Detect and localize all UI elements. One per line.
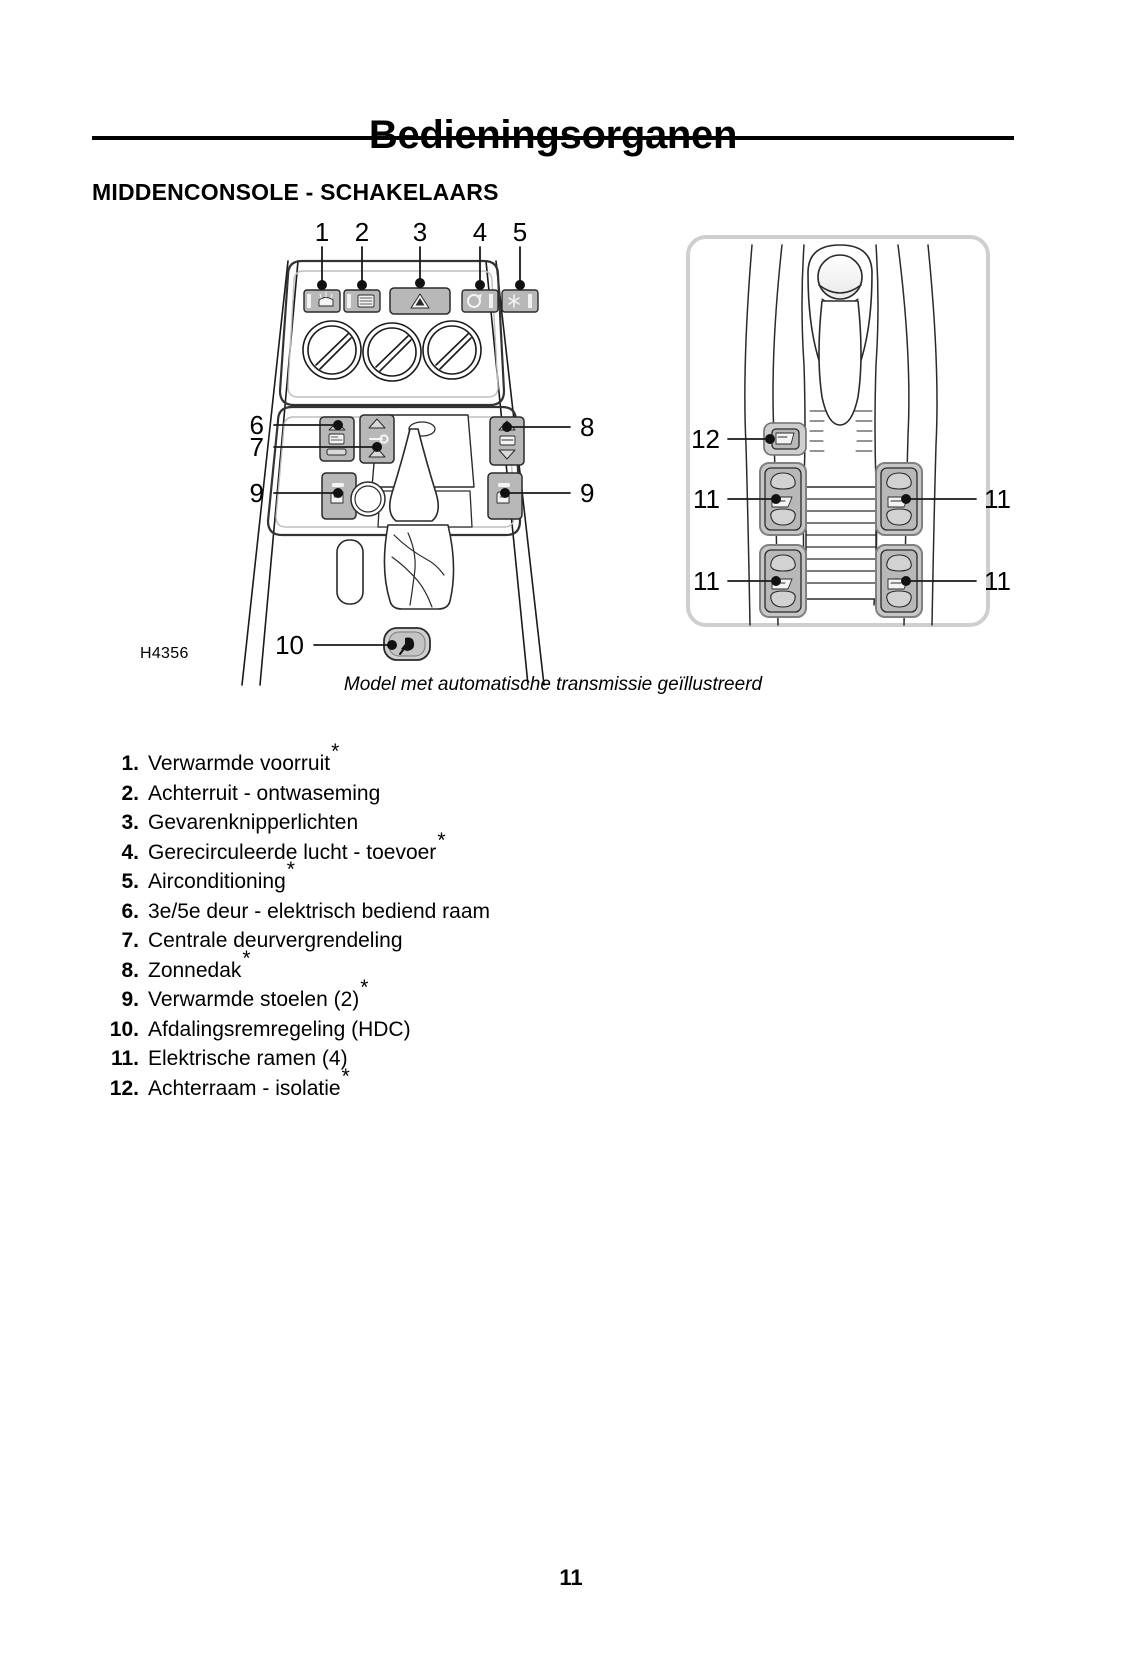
- list-item-label: Achterruit - ontwaseming: [148, 781, 381, 805]
- list-item-label: Verwarmde voorruit: [148, 752, 331, 775]
- list-item: 7. Centrale deurvergrendeling: [100, 929, 800, 959]
- callout-6: 6: [250, 410, 264, 440]
- list-item: 2. Achterruit - ontwaseming: [100, 782, 800, 812]
- switch-electric-window-front-right: [875, 462, 923, 536]
- callout-9-right: 9: [580, 478, 594, 508]
- switch-sunroof: [489, 416, 525, 466]
- list-item: 4. Gerecirculeerde lucht - toevoer*: [100, 830, 800, 871]
- list-item: 11. Elektrische ramen (4): [100, 1047, 800, 1077]
- list-item: 5. Airconditioning*: [100, 859, 800, 900]
- list-item-label: Achterraam - isolatie: [148, 1076, 341, 1100]
- switch-air-recirculation: [461, 289, 499, 313]
- callout-12: 12: [691, 424, 720, 454]
- right-callout-leaders: [727, 438, 977, 582]
- list-item: 8. Zonnedak*: [100, 948, 800, 989]
- callout-8: 8: [580, 412, 594, 442]
- callout-9-left: 9: [250, 478, 264, 508]
- callout-11-rear-right: 11: [984, 566, 1011, 596]
- list-item: 12. Achterraam - isolatie*: [100, 1066, 800, 1107]
- switch-electric-window-rear-left: [759, 544, 807, 618]
- list-item: 1. Verwarmde voorruit*: [100, 741, 800, 782]
- figure-reference-code: H4356: [140, 645, 189, 662]
- component-key-list: 1. Verwarmde voorruit* 2. Achterruit - o…: [100, 741, 800, 1107]
- list-item-label: Verwarmde stoelen (2): [148, 988, 360, 1011]
- callout-1: 1: [315, 217, 329, 247]
- list-item-number: 5.: [121, 870, 139, 893]
- switch-electric-window-front-left: [759, 462, 807, 536]
- list-item-number: 11.: [110, 1047, 139, 1070]
- callout-7: 7: [250, 432, 264, 462]
- list-item-number: 10.: [109, 1017, 139, 1041]
- list-item-number: 12.: [109, 1076, 139, 1100]
- switch-heated-windscreen: [303, 289, 341, 313]
- switch-air-conditioning: [501, 289, 539, 313]
- callout-10: 10: [275, 630, 304, 660]
- list-item: 9. Verwarmde stoelen (2)*: [100, 977, 800, 1018]
- callout-11-front-right: 11: [984, 484, 1011, 514]
- callout-11-front-left: 11: [693, 484, 720, 514]
- list-item: 10. Afdalingsremregeling (HDC): [100, 1018, 800, 1048]
- section-title: MIDDENCONSOLE - SCHAKELAARS: [92, 179, 499, 206]
- list-item-number: 7.: [121, 929, 139, 952]
- list-item-number: 6.: [121, 899, 139, 923]
- list-item: 6. 3e/5e deur - elektrisch bediend raam: [100, 900, 800, 930]
- switch-hazard-warning: [389, 287, 451, 315]
- centre-console-figure: 1 2 3 4 5 6 7 8 9 9 10 12 11 11 11 11: [92, 215, 1032, 715]
- callout-4: 4: [473, 217, 487, 247]
- switch-central-locking: [359, 414, 395, 464]
- callout-2: 2: [355, 217, 369, 247]
- switch-hill-descent-control: [383, 627, 431, 661]
- list-item-number: 9.: [121, 988, 139, 1011]
- left-console-illustration: [241, 259, 545, 686]
- list-item-number: 8.: [121, 958, 139, 982]
- left-callout-leaders: [273, 246, 571, 646]
- list-item-label: Gerecirculeerde lucht - toevoer: [148, 840, 437, 864]
- page-title: Bedieningsorganen: [368, 112, 738, 157]
- title-divider: [92, 136, 1014, 140]
- callout-3: 3: [413, 217, 427, 247]
- list-item-number: 4.: [121, 840, 139, 864]
- left-callout-dots: [317, 278, 525, 650]
- list-item-number: 1.: [121, 752, 139, 775]
- right-console-illustration: [686, 235, 990, 627]
- callout-11-rear-left: 11: [693, 566, 720, 596]
- right-callout-dots: [765, 434, 911, 586]
- callout-5: 5: [513, 217, 527, 247]
- list-item-label: Airconditioning: [148, 870, 286, 893]
- switch-electric-window-rear-right: [875, 544, 923, 618]
- page-number: 11: [559, 1565, 583, 1590]
- list-item-label: Gevarenknipperlichten: [148, 811, 359, 834]
- list-item-label: 3e/5e deur - elektrisch bediend raam: [148, 899, 491, 923]
- list-item-label: Elektrische ramen (4): [148, 1047, 348, 1070]
- list-item: 3. Gevarenknipperlichten: [100, 811, 800, 841]
- list-item-label: Zonnedak: [148, 958, 242, 982]
- list-item-number: 2.: [121, 781, 139, 805]
- list-item-number: 3.: [121, 811, 139, 834]
- list-item-label: Centrale deurvergrendeling: [148, 929, 403, 952]
- list-item-label: Afdalingsremregeling (HDC): [148, 1017, 411, 1041]
- switch-heated-rear-window: [343, 289, 381, 313]
- figure-caption: Model met automatische transmissie geïll…: [343, 674, 763, 695]
